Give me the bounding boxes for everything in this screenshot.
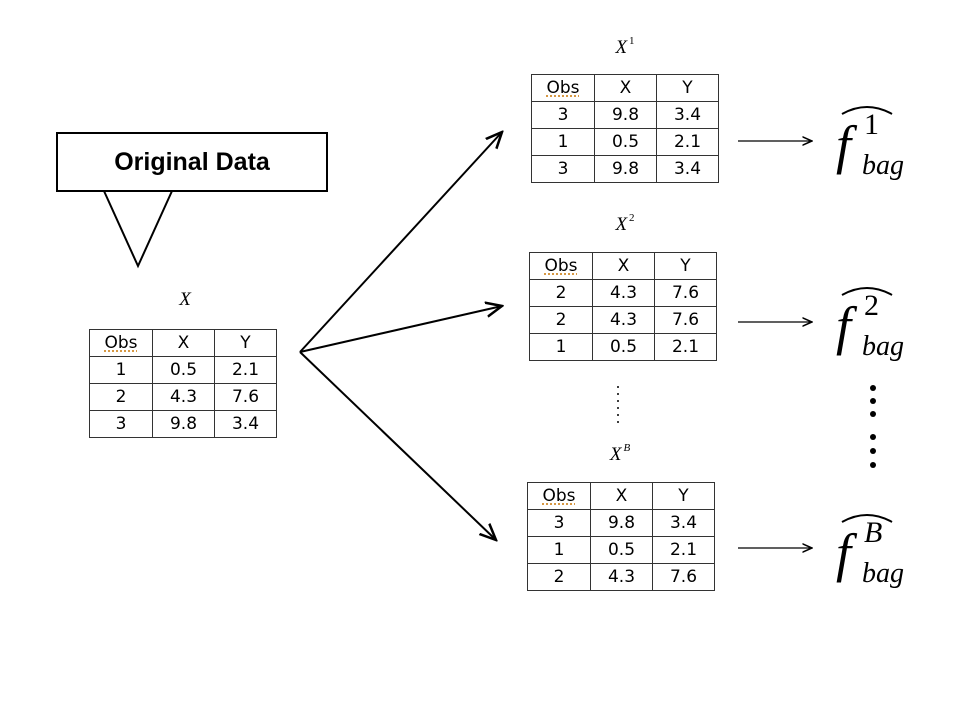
model-f-bag-b: f B bag [834, 514, 924, 600]
sample-2-table: Obs X Y 2 4.3 7.6 2 4.3 7.6 1 0.5 2.1 [529, 252, 717, 361]
table-cell: 1 [89, 356, 153, 384]
table-row: 1 0.5 2.1 [527, 536, 715, 564]
table-cell: 2 [89, 383, 153, 411]
column-header: Y [214, 329, 277, 357]
table-header-row: Obs X Y [527, 482, 715, 510]
table-cell: 4.3 [592, 306, 655, 334]
table-row: 1 0.5 2.1 [529, 333, 717, 361]
arrow-to-sample-2 [299, 306, 502, 353]
table-cell: 7.6 [652, 563, 715, 591]
column-header: Y [654, 252, 717, 280]
table-cell: 3.4 [652, 509, 715, 537]
table-cell: 4.3 [590, 563, 653, 591]
column-header: Obs [531, 74, 595, 102]
table-row: 2 4.3 7.6 [529, 279, 717, 307]
callout-tail [103, 190, 173, 269]
table-header-row: Obs X Y [529, 252, 717, 280]
model-f-bag-2: f 2 bag [834, 287, 924, 373]
column-header: X [590, 482, 653, 510]
table-row: 3 9.8 3.4 [527, 509, 715, 537]
table-cell: 4.3 [592, 279, 655, 307]
table-cell: 2 [529, 306, 593, 334]
table-cell: 9.8 [152, 410, 215, 438]
table-row: 1 0.5 2.1 [531, 128, 719, 156]
table-cell: 1 [529, 333, 593, 361]
column-header: X [594, 74, 657, 102]
table-cell: 9.8 [594, 101, 657, 129]
column-header: Y [652, 482, 715, 510]
table-row: 2 4.3 7.6 [527, 563, 715, 591]
original-data-table: Obs X Y 1 0.5 2.1 2 4.3 7.6 3 9.8 3.4 [89, 329, 277, 438]
column-header: Obs [529, 252, 593, 280]
arrow-to-sample-b [299, 351, 496, 540]
table-row: 3 9.8 3.4 [531, 155, 719, 183]
table-cell: 7.6 [654, 306, 717, 334]
table-cell: 0.5 [592, 333, 655, 361]
arrow-to-sample-1 [299, 132, 502, 353]
table-cell: 1 [531, 128, 595, 156]
table-cell: 2.1 [656, 128, 719, 156]
column-header: Y [656, 74, 719, 102]
table-row: 3 9.8 3.4 [531, 101, 719, 129]
table-cell: 3.4 [214, 410, 277, 438]
table-header-row: Obs X Y [531, 74, 719, 102]
hat-accent [841, 287, 893, 296]
callout-label: Original Data [114, 147, 270, 176]
table-cell: 3.4 [656, 155, 719, 183]
table-cell: 1 [527, 536, 591, 564]
table-cell: 2 [527, 563, 591, 591]
model-f-bag-1: f 1 bag [834, 106, 924, 192]
table-cell: 9.8 [590, 509, 653, 537]
hat-accent [841, 514, 893, 523]
table-cell: 0.5 [152, 356, 215, 384]
ellipsis-samples [617, 386, 627, 426]
table-header-row: Obs X Y [89, 329, 277, 357]
table-cell: 7.6 [654, 279, 717, 307]
original-data-callout: Original Data [56, 132, 328, 192]
table-cell: 2.1 [652, 536, 715, 564]
hat-accent [841, 106, 893, 115]
column-header: X [152, 329, 215, 357]
table-cell: 3 [531, 101, 595, 129]
table-row: 2 4.3 7.6 [529, 306, 717, 334]
column-header: Obs [527, 482, 591, 510]
table-cell: 3.4 [656, 101, 719, 129]
table-cell: 0.5 [594, 128, 657, 156]
table-cell: 3 [527, 509, 591, 537]
sample-1-table: Obs X Y 3 9.8 3.4 1 0.5 2.1 3 9.8 3.4 [531, 74, 719, 183]
table-cell: 3 [531, 155, 595, 183]
column-header: Obs [89, 329, 153, 357]
table-cell: 2 [529, 279, 593, 307]
table-cell: 3 [89, 410, 153, 438]
table-cell: 0.5 [590, 536, 653, 564]
table-row: 3 9.8 3.4 [89, 410, 277, 438]
sample-b-table: Obs X Y 3 9.8 3.4 1 0.5 2.1 2 4.3 7.6 [527, 482, 715, 591]
table-cell: 4.3 [152, 383, 215, 411]
table-cell: 2.1 [654, 333, 717, 361]
column-header: X [592, 252, 655, 280]
table-cell: 7.6 [214, 383, 277, 411]
table-cell: 9.8 [594, 155, 657, 183]
table-row: 2 4.3 7.6 [89, 383, 277, 411]
original-set-label: X [179, 289, 191, 310]
table-row: 1 0.5 2.1 [89, 356, 277, 384]
ellipsis-models [870, 385, 880, 475]
table-cell: 2.1 [214, 356, 277, 384]
